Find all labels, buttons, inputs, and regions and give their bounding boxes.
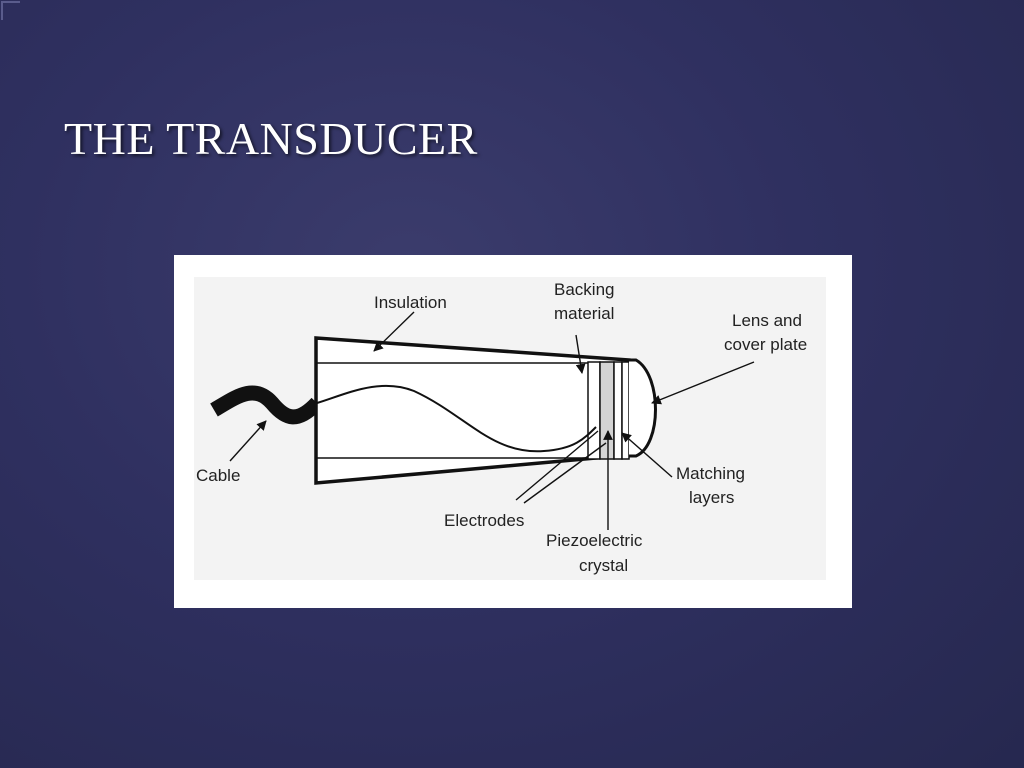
backing-pointer [575,334,586,374]
slide-title: THE TRANSDUCER [64,113,478,164]
label-matching-line1: Matching [676,464,745,483]
label-lens-line2: cover plate [724,335,807,354]
electrodes-pointer-1 [515,430,599,501]
matching-layer-1 [613,361,623,460]
lens-cover-plate [629,358,657,458]
cable-shape [210,385,323,425]
matching-pointer [621,432,673,478]
corner-bracket-icon [1,1,20,20]
matching-layer-2 [621,361,630,460]
piezoelectric-crystal [599,361,615,460]
label-backing-line1: Backing [554,280,614,299]
signal-wire [316,384,597,453]
label-cable: Cable [196,466,240,485]
insulation-pointer [373,311,415,352]
label-piezo-line1: Piezoelectric [546,531,643,550]
label-matching-line2: layers [689,488,734,507]
lens-pointer [651,361,755,405]
transducer-figure: Insulation Backing material Lens and cov… [174,255,852,608]
label-insulation: Insulation [374,293,447,312]
transducer-diagram: Insulation Backing material Lens and cov… [194,277,826,580]
label-piezo-line2: crystal [579,556,628,575]
label-lens-line1: Lens and [732,311,802,330]
backing-material [587,361,601,460]
label-backing-line2: material [554,304,614,323]
cable-pointer [229,420,267,462]
electrodes-pointer-2 [523,442,607,504]
label-electrodes: Electrodes [444,511,524,530]
